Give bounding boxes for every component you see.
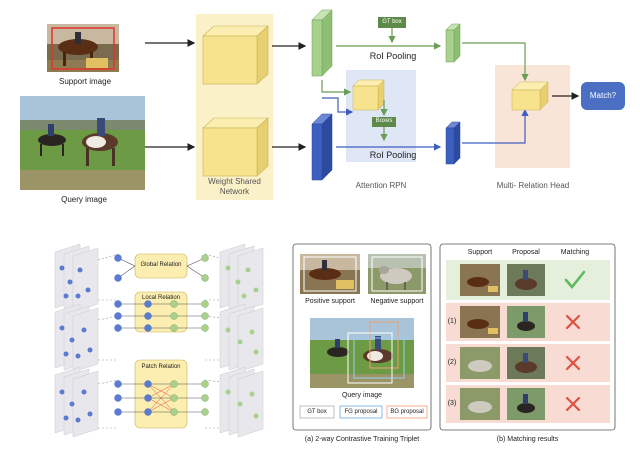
negative-support-label: Negative support <box>370 298 424 305</box>
patch-relation-label: Patch Relation <box>141 364 181 370</box>
relation-diagram <box>54 243 264 438</box>
legend-fg-box <box>339 405 383 419</box>
attention-cube <box>352 79 385 111</box>
support-image-label: Support image <box>58 77 112 86</box>
cross-icon <box>565 314 581 412</box>
matching-panel-border <box>439 243 616 431</box>
triplet-caption: (a) 2-way Contrastive Training Triplet <box>304 436 420 443</box>
support-image <box>47 24 119 72</box>
query-image <box>20 96 145 190</box>
legend-fg-label: FG proposal <box>344 409 378 415</box>
relation-head-cube <box>511 81 549 111</box>
legend-bg-label: BG proposal <box>390 409 424 415</box>
row-index-3: (3) <box>447 400 457 407</box>
positive-support-image <box>300 254 360 294</box>
boxes-tag <box>372 117 396 127</box>
support-feature-map <box>311 9 333 77</box>
legend-bg-box <box>386 405 428 419</box>
network-cube-top <box>202 25 269 85</box>
query-image-label: Query image <box>61 195 107 204</box>
attention-rpn-label: Attention RPN <box>355 181 407 190</box>
boxes-tag-label: Boxes <box>375 118 393 124</box>
weight-shared-label-2: Network <box>219 187 250 196</box>
pooled-query-feature <box>445 121 461 165</box>
legend-gt-box <box>299 405 335 419</box>
query-feature-map <box>311 113 333 181</box>
local-relation-label: Local Relation <box>141 295 181 301</box>
row-index-1: (1) <box>447 318 457 325</box>
roi-pooling-top-label: RoI Pooling <box>369 51 417 61</box>
triplet-panel-border <box>292 243 432 431</box>
col-proposal-header: Proposal <box>512 249 540 256</box>
matching-support-thumbs <box>460 264 500 420</box>
legend-gt-label: GT box <box>307 409 327 415</box>
matching-proposal-thumbs <box>507 264 545 420</box>
match-button-label: Match? <box>589 91 617 100</box>
row-index-2: (2) <box>447 359 457 366</box>
network-cube-bottom <box>202 117 269 177</box>
triplet-query-image <box>310 318 414 388</box>
col-support-header: Support <box>467 249 493 256</box>
gt-box-tag-label: GT box <box>382 19 402 25</box>
pooled-support-feature <box>445 23 461 63</box>
matching-caption: (b) Matching results <box>496 436 559 443</box>
col-matching-header: Matching <box>560 249 590 256</box>
match-button <box>581 82 625 110</box>
gt-box-tag <box>378 17 406 28</box>
roi-pooling-bottom-label: RoI Pooling <box>369 150 417 160</box>
negative-support-image <box>368 254 426 294</box>
triplet-query-label: Query image <box>341 392 383 399</box>
multi-relation-head-label: Multi- Relation Head <box>496 181 570 190</box>
global-relation-label: Global Relation <box>140 262 182 268</box>
check-icon <box>564 270 586 289</box>
multi-relation-head-bg <box>495 65 570 168</box>
positive-support-label: Positive support <box>305 298 355 305</box>
weight-shared-label-1: Weight Shared <box>208 177 261 186</box>
